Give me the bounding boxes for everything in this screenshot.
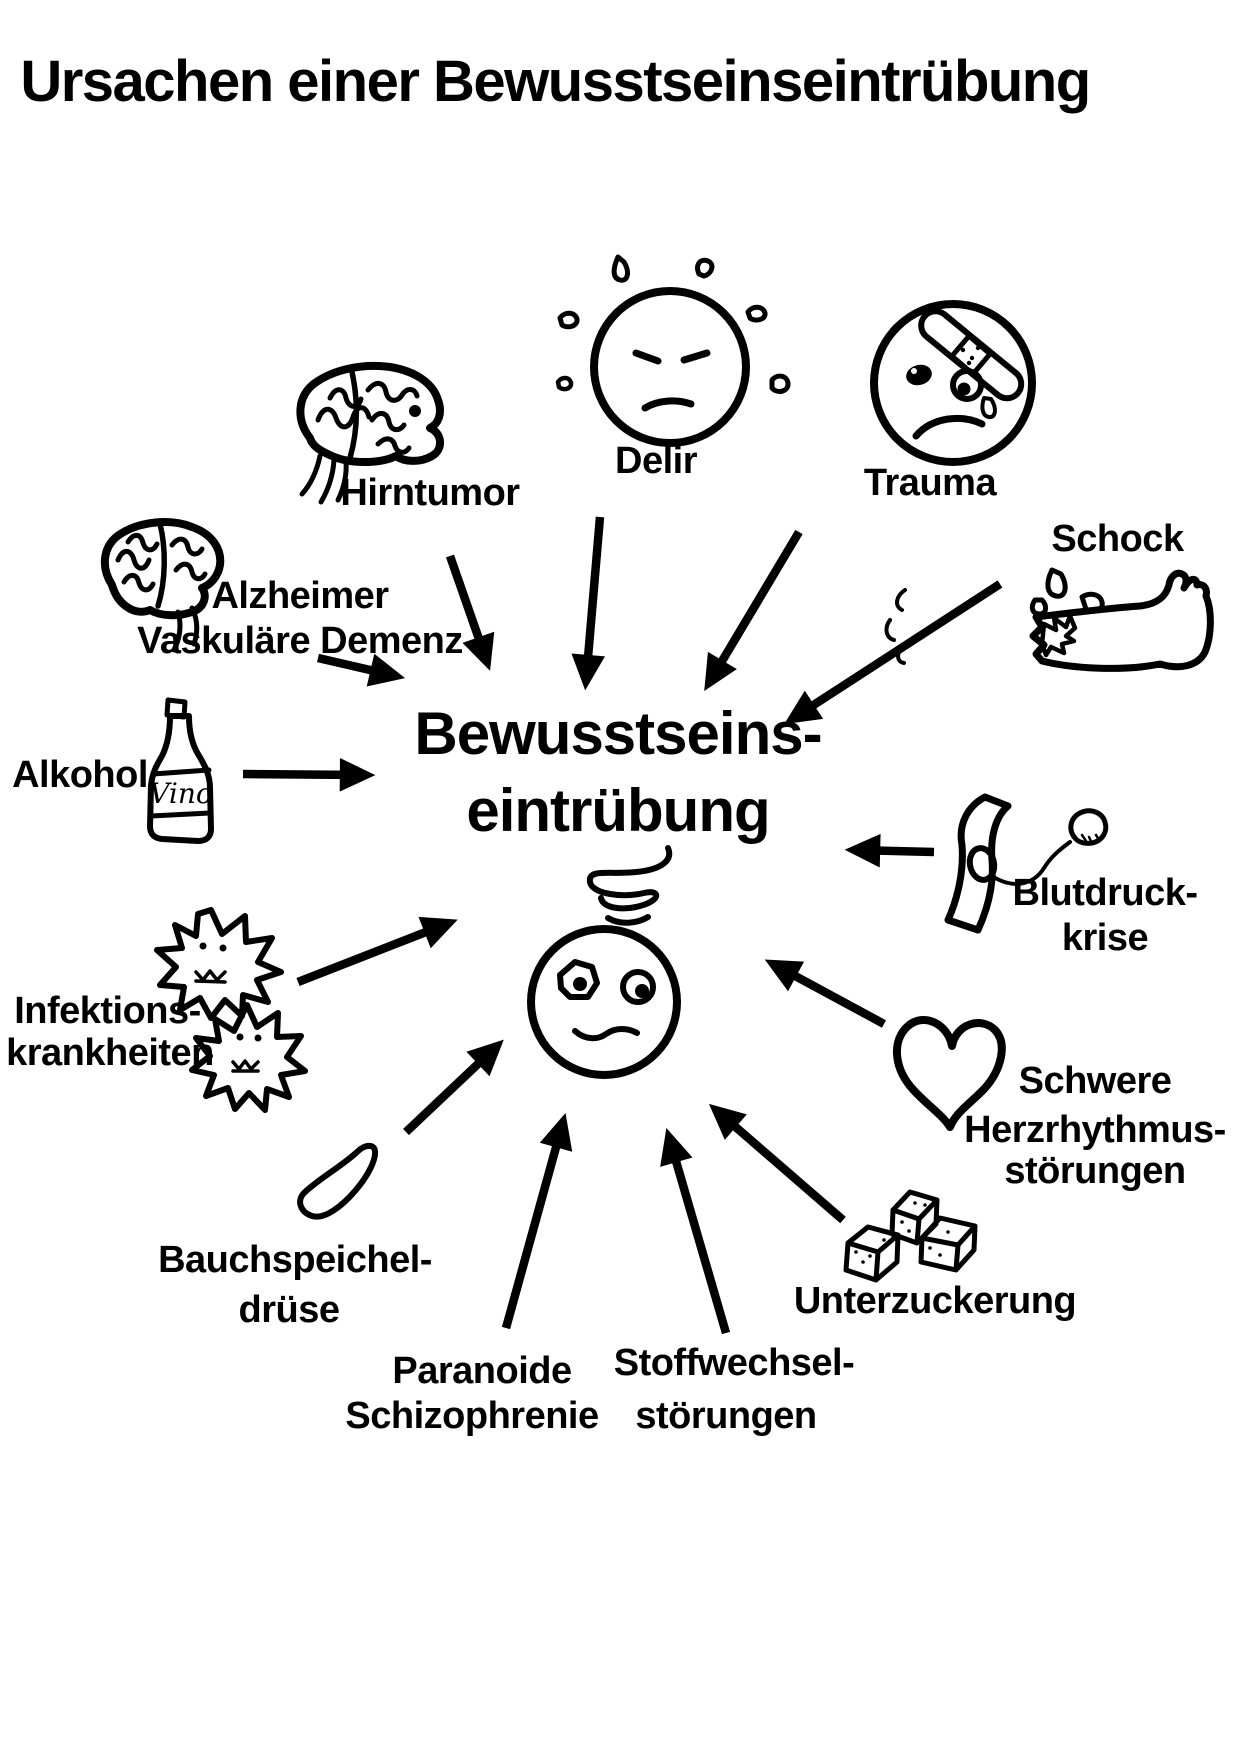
central-concept-line-1: Bewusstseins-: [414, 700, 822, 767]
label-delir: Delir: [615, 440, 697, 482]
dizzy-face-icon: [527, 925, 681, 1079]
arrow-infektionskrankheiten: [296, 916, 458, 986]
sweating-face-icon: [555, 254, 791, 447]
heart-icon: [892, 1016, 1006, 1131]
central-concept: Bewusstseins- eintrübung: [318, 696, 918, 850]
label-alkohol: Alkohol: [12, 754, 148, 796]
dizzy-spiral-icon: [587, 845, 673, 926]
central-concept-line-2: eintrübung: [466, 776, 770, 844]
label-krankheiten: krankheiten: [6, 1032, 214, 1074]
label-blutdruck: Blutdruck-: [1012, 872, 1199, 914]
arrow-blutdruckkrise: [844, 833, 935, 868]
wine-bottle-icon: Vino: [147, 697, 214, 844]
label-vaskulaere-demenz: Vaskuläre Demenz: [137, 620, 463, 662]
arrow-trauma: [704, 529, 803, 692]
label-stoffwechsel: Stoffwechsel-: [613, 1342, 855, 1384]
demenz-brain-icon: [100, 518, 225, 653]
injured-leg-icon: [884, 567, 1214, 672]
label-hirntumor: Hirntumor: [340, 472, 520, 514]
label-stoffwechsel-stoerungen: störungen: [635, 1395, 817, 1437]
label-druese: drüse: [238, 1289, 340, 1331]
label-krise: krise: [1061, 917, 1149, 959]
tear-drop: [980, 396, 997, 420]
arrow-delir: [571, 516, 605, 691]
label-bauchspeichel: Bauchspeichel-: [158, 1239, 432, 1281]
page-title: Ursachen einer Bewusstseinseintrübung: [20, 49, 1091, 114]
arrow-stoffwechselstoerungen: [660, 1128, 731, 1335]
label-unterzuckerung: Unterzuckerung: [793, 1280, 1077, 1322]
angry-eye: [906, 364, 932, 386]
label-schizophrenie: Schizophrenie: [345, 1395, 599, 1437]
tumor-dot: [409, 405, 421, 417]
arrow-alkohol: [242, 757, 376, 792]
arrow-paranoide-schizophrenie: [501, 1112, 573, 1330]
arrow-hirntumor: [445, 554, 495, 671]
arrow-herzrhythmusstoerungen: [764, 959, 887, 1028]
label-herz-stoerungen: störungen: [1004, 1150, 1186, 1192]
label-schwere: Schwere: [1018, 1060, 1172, 1102]
germ-icon-1: [154, 907, 284, 1021]
arrow-unterzuckerung: [708, 1103, 846, 1224]
germ-icon-2: [189, 1002, 308, 1113]
label-infektions: Infektions-: [14, 990, 201, 1032]
blood-pressure-cuff-icon: [944, 793, 1109, 934]
label-alzheimer: Alzheimer: [211, 575, 389, 617]
label-schock: Schock: [1051, 518, 1184, 560]
arrow-schock: [784, 580, 1003, 725]
sugar-cubes-icon: [843, 1189, 978, 1283]
pancreas-icon: [297, 1142, 379, 1220]
wine-bottle-label: Vino: [149, 777, 213, 810]
label-paranoide: Paranoide: [392, 1350, 572, 1392]
arrow-bauchspeicheldruese: [403, 1039, 504, 1136]
arrow-demenz: [317, 653, 406, 687]
brain-icon: [296, 361, 444, 505]
arrows: [242, 516, 1003, 1335]
label-trauma: Trauma: [863, 462, 997, 504]
label-herzrhythmus: Herzrhythmus-: [964, 1109, 1226, 1151]
bandaged-face-icon: [870, 300, 1036, 466]
